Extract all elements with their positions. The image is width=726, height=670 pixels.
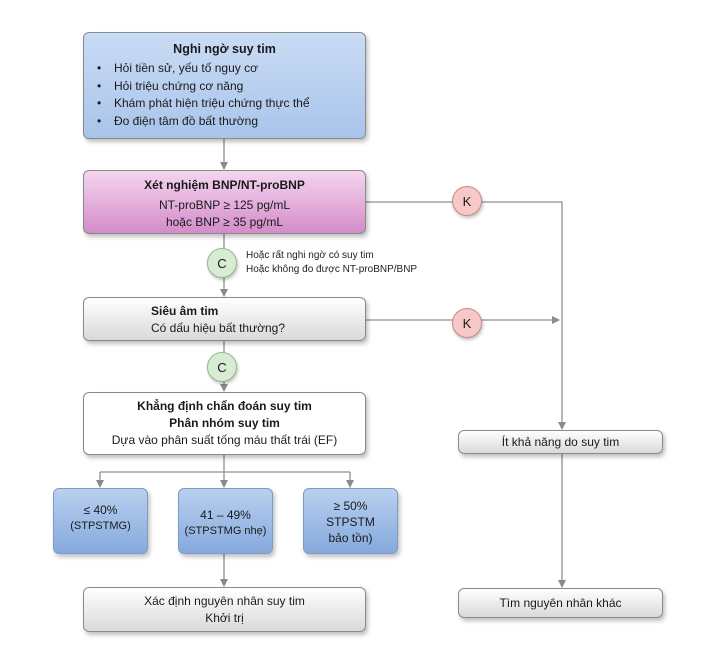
list-item: Khám phát hiện triệu chứng thực thể	[97, 95, 365, 113]
bnp-title: Xét nghiệm BNP/NT-proBNP	[144, 178, 305, 192]
find-other-cause-box: Tìm nguyên nhân khác	[458, 588, 663, 618]
echo-question: Có dấu hiệu bất thường?	[151, 321, 285, 335]
ef-range: ≥ 50%	[333, 499, 368, 513]
ef-label: (STPSTMG)	[70, 520, 131, 532]
echo-title: Siêu âm tim	[151, 304, 219, 318]
no-badge: K	[452, 186, 482, 216]
suspect-heart-failure-box: Nghi ngờ suy tim Hỏi tiền sử, yếu tố ngu…	[83, 32, 366, 139]
yes-badge: C	[207, 352, 237, 382]
ef-group-mildly-reduced: 41 – 49% (STPSTMG nhẹ)	[178, 488, 273, 554]
confirm-diagnosis-box: Khẳng định chẩn đoán suy tim Phân nhóm s…	[83, 392, 366, 455]
ef-label: STPSTM	[326, 515, 375, 529]
ef-label: (STPSTMG nhẹ)	[184, 525, 267, 537]
ef-range: ≤ 40%	[83, 503, 118, 517]
bnp-threshold-ntprobnp: NT-proBNP ≥ 125 pg/mL	[158, 198, 291, 212]
bnp-note-line2: Hoặc không đo được NT-proBNP/BNP	[246, 264, 418, 275]
bnp-test-box: Xét nghiệm BNP/NT-proBNP NT-proBNP ≥ 125…	[83, 170, 366, 234]
suspect-list: Hỏi tiền sử, yếu tố nguy cơ Hỏi triệu ch…	[84, 60, 365, 130]
determine-cause-box: Xác định nguyên nhân suy tim Khởi trị	[83, 587, 366, 632]
list-item: Hỏi triệu chứng cơ năng	[97, 78, 365, 96]
suspect-title: Nghi ngờ suy tim	[173, 42, 276, 56]
ef-group-preserved: ≥ 50% STPSTM bảo tồn)	[303, 488, 398, 554]
confirm-title: Khẳng định chẩn đoán suy tim	[137, 399, 312, 413]
bnp-threshold-bnp: hoặc BNP ≥ 35 pg/mL	[165, 215, 284, 229]
other-text: Tìm nguyên nhân khác	[499, 596, 622, 610]
ef-group-reduced: ≤ 40% (STPSTMG)	[53, 488, 148, 554]
no-badge: K	[452, 308, 482, 338]
confirm-basis: Dựa vào phân suất tống máu thất trái (EF…	[111, 433, 338, 447]
list-item: Đo điện tâm đồ bất thường	[97, 113, 365, 131]
bnp-note-line1: Hoặc rất nghi ngờ có suy tim	[246, 250, 374, 261]
ef-range: 41 – 49%	[200, 508, 251, 522]
unlikely-text: Ít khả năng do suy tim	[501, 435, 620, 449]
cause-line1: Xác định nguyên nhân suy tim	[144, 594, 305, 608]
confirm-classify: Phân nhóm suy tim	[169, 416, 280, 430]
yes-badge: C	[207, 248, 237, 278]
ef-label-2: bảo tồn)	[328, 531, 373, 545]
unlikely-heart-failure-box: Ít khả năng do suy tim	[458, 430, 663, 454]
list-item: Hỏi tiền sử, yếu tố nguy cơ	[97, 60, 365, 78]
echocardiography-box: Siêu âm tim Có dấu hiệu bất thường?	[83, 297, 366, 341]
cause-line2: Khởi trị	[205, 611, 244, 625]
